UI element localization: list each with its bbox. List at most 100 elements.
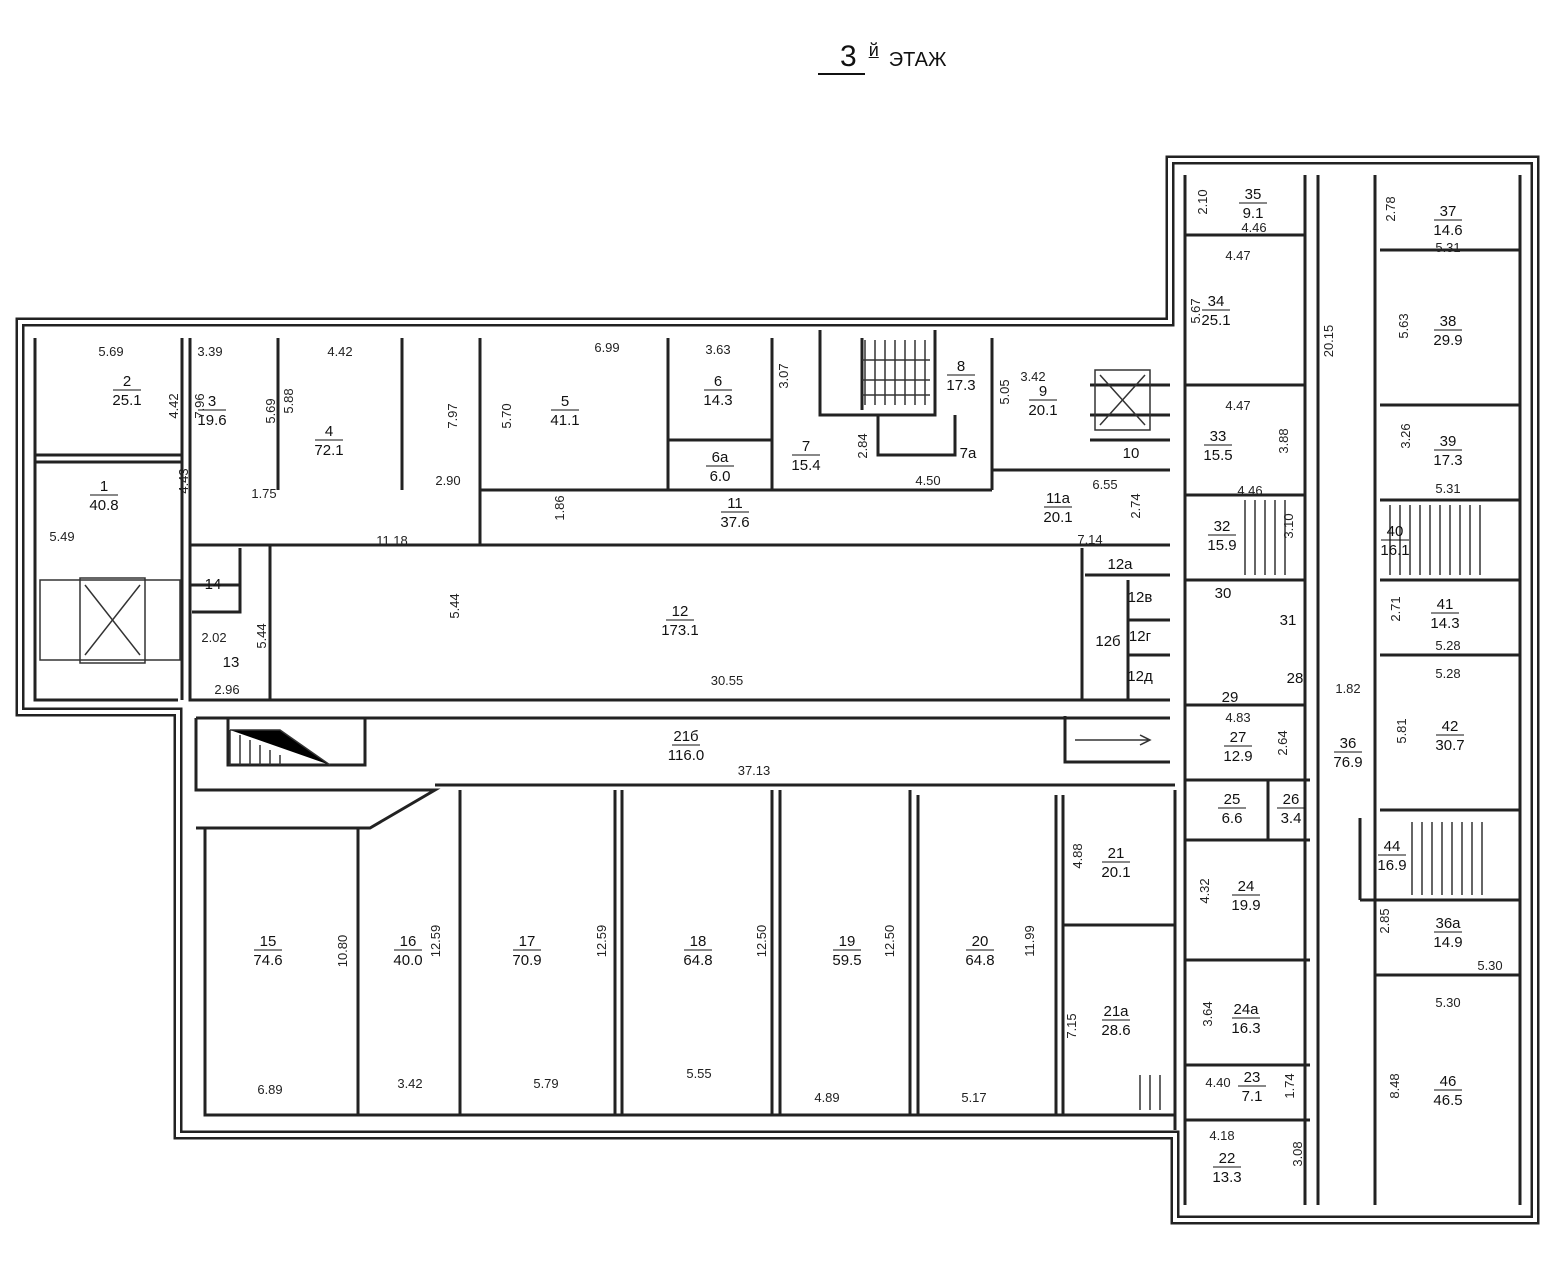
room-area: 40.0 (393, 952, 422, 969)
dimension-label: 7.96 (192, 393, 207, 418)
room-12б: 12б (1095, 633, 1120, 650)
dimension-label: 3.42 (1020, 369, 1045, 384)
room-number: 11 (727, 495, 743, 512)
dimension-label: 4.32 (1197, 878, 1212, 903)
room-area: 16.3 (1231, 1020, 1260, 1037)
room-area: 74.6 (253, 952, 282, 969)
room-number: 38 (1440, 313, 1457, 330)
room-number: 39 (1440, 433, 1457, 450)
room-area: 64.8 (965, 952, 994, 969)
dimension-label: 5.70 (499, 403, 514, 428)
room-number: 12д (1127, 668, 1153, 685)
dimension-label: 30.55 (711, 673, 744, 688)
dimension-label: 10.80 (335, 935, 350, 968)
room-area: 15.5 (1203, 447, 1232, 464)
room-area: 14.6 (1433, 222, 1462, 239)
room-12г: 12г (1129, 628, 1152, 645)
room-area: 173.1 (661, 622, 699, 639)
room-area: 15.9 (1207, 537, 1236, 554)
dimension-label: 5.31 (1435, 481, 1460, 496)
room-area: 7.1 (1242, 1088, 1263, 1105)
dimension-label: 5.69 (98, 344, 123, 359)
dimension-label: 4.42 (327, 344, 352, 359)
dimension-label: 7.97 (445, 403, 460, 428)
room-area: 37.6 (720, 514, 749, 531)
stairs (39, 340, 1483, 1110)
floor-suffix: й (868, 40, 879, 60)
dimension-label: 3.08 (1290, 1141, 1305, 1166)
room-28: 28 (1287, 670, 1304, 687)
dimension-label: 5.05 (997, 379, 1012, 404)
dimension-label: 3.07 (776, 363, 791, 388)
dimension-label: 6.99 (594, 340, 619, 355)
room-number: 7а (960, 445, 977, 462)
dimension-label: 5.67 (1188, 298, 1203, 323)
room-number: 34 (1208, 293, 1225, 310)
dimension-label: 6.55 (1092, 477, 1117, 492)
room-29: 29 (1222, 689, 1239, 706)
room-area: 3.4 (1281, 810, 1302, 827)
dimension-label: 7.15 (1064, 1013, 1079, 1038)
room-number: 9 (1039, 383, 1047, 400)
room-number: 21а (1103, 1003, 1129, 1020)
room-area: 17.3 (1433, 452, 1462, 469)
room-35: 359.1 (1239, 186, 1267, 222)
room-12в: 12в (1128, 589, 1153, 606)
dimension-label: 4.18 (1209, 1128, 1234, 1143)
room-number: 44 (1384, 838, 1401, 855)
room-30: 30 (1215, 585, 1232, 602)
room-area: 14.3 (1430, 615, 1459, 632)
dimension-label: 2.96 (214, 682, 239, 697)
room-area: 20.1 (1101, 864, 1130, 881)
dimension-label: 12.50 (882, 925, 897, 958)
dimension-label: 2.90 (435, 473, 460, 488)
room-number: 12а (1107, 556, 1133, 573)
room-number: 27 (1230, 729, 1247, 746)
dimension-label: 8.48 (1387, 1073, 1402, 1098)
room-number: 42 (1442, 718, 1459, 735)
dimension-label: 4.40 (1205, 1075, 1230, 1090)
room-number: 29 (1222, 689, 1239, 706)
room-number: 21 (1108, 845, 1125, 862)
room-number: 6 (714, 373, 722, 390)
dimension-label: 4.46 (1241, 220, 1266, 235)
dimension-label: 1.82 (1335, 681, 1360, 696)
floor-label: ЭТАЖ (888, 49, 947, 71)
dimension-label: 5.17 (961, 1090, 986, 1105)
dimension-label: 12.59 (428, 925, 443, 958)
floor-number: 3 (818, 40, 865, 75)
dimension-label: 2.64 (1275, 730, 1290, 755)
room-7а: 7а (960, 445, 977, 462)
room-number: 26 (1283, 791, 1300, 808)
dimension-label: 2.71 (1388, 596, 1403, 621)
room-number: 21б (673, 728, 698, 745)
room-number: 17 (519, 933, 536, 950)
room-12д: 12д (1127, 668, 1153, 685)
room-number: 16 (400, 933, 417, 950)
room-area: 14.9 (1433, 934, 1462, 951)
room-number: 23 (1244, 1069, 1261, 1086)
dimension-label: 3.26 (1398, 423, 1413, 448)
room-21б: 21б 116.0 (668, 728, 704, 764)
room-area: 30.7 (1435, 737, 1464, 754)
dimension-label: 3.63 (705, 342, 730, 357)
room-area: 76.9 (1333, 754, 1362, 771)
dimension-label: 37.13 (738, 763, 771, 778)
room-10: 10 (1123, 445, 1140, 462)
room-7: 715.4 (791, 438, 820, 474)
room-area: 116.0 (668, 747, 704, 764)
dimension-label: 11.99 (1022, 925, 1037, 957)
dimension-label: 11.18 (376, 533, 408, 548)
